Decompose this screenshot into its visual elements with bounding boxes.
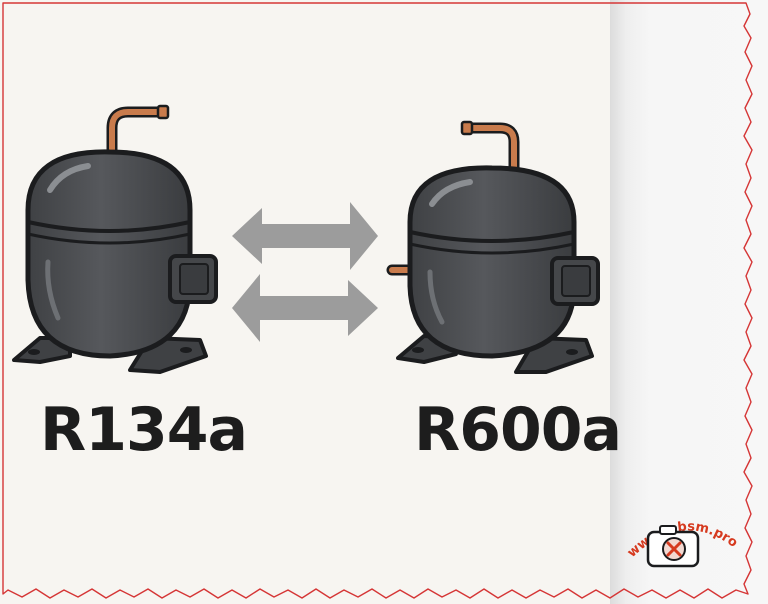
page-shadow [610,0,768,604]
exchange-arrows-icon [232,202,378,342]
watermark: www.mbsm.pro [625,519,740,568]
camera-icon [646,525,700,568]
right-compressor-icon [386,120,600,374]
r600a-label: R600a [414,395,622,465]
torn-border [2,2,753,599]
r134a-label: R134a [40,395,248,465]
left-compressor-icon [12,104,218,374]
